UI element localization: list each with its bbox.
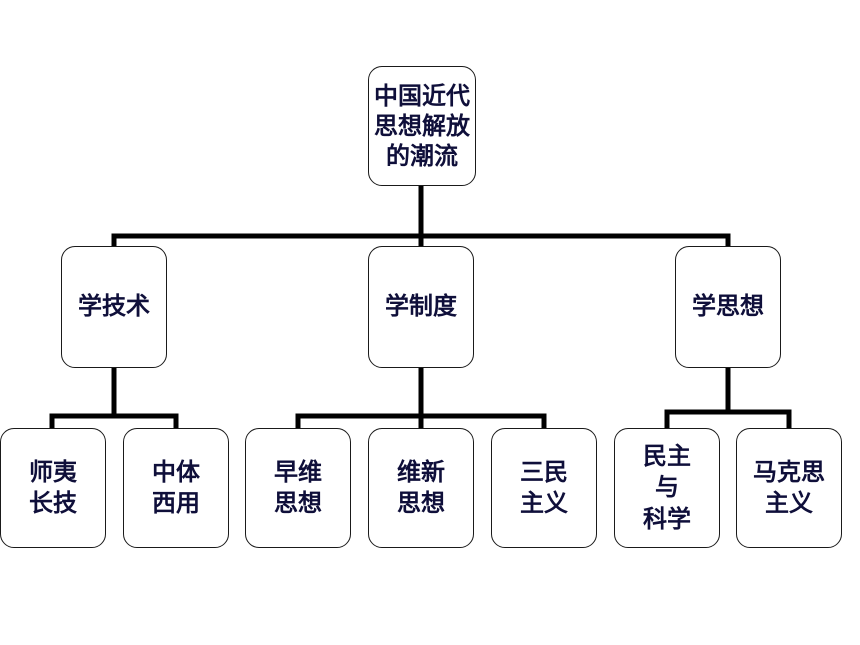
leaf-node-zaowei: 早维 思想 — [245, 428, 351, 548]
leaf-node-sanmin: 三民 主义 — [491, 428, 597, 548]
branch-node-institution: 学制度 — [368, 246, 474, 368]
leaf-node-makesi: 马克思 主义 — [736, 428, 842, 548]
leaf-node-weixin: 维新 思想 — [368, 428, 474, 548]
leaf-node-shiyi: 师夷 长技 — [0, 428, 106, 548]
branch-node-tech: 学技术 — [61, 246, 167, 368]
leaf-node-zhongti: 中体 西用 — [123, 428, 229, 548]
branch-node-thought: 学思想 — [675, 246, 781, 368]
leaf-node-minzhu: 民主 与 科学 — [614, 428, 720, 548]
root-node: 中国近代 思想解放 的潮流 — [368, 66, 476, 186]
